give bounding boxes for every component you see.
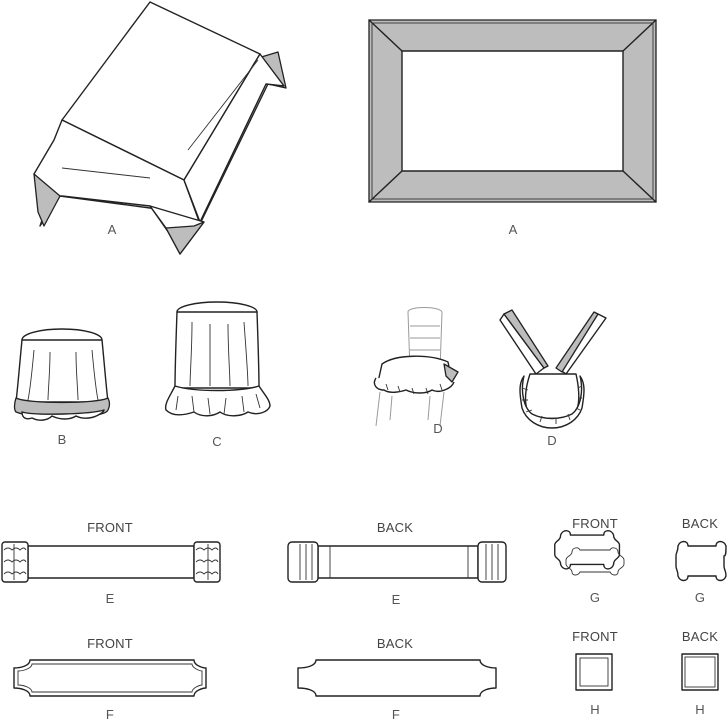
placemat-h-front-drawing	[575, 653, 613, 691]
runner-f-front-drawing	[13, 659, 207, 697]
chair-drawing	[373, 307, 459, 427]
view-label-h-back: H	[695, 702, 705, 717]
placemat-g-back-drawing	[675, 540, 727, 582]
runner-e-front-drawing	[1, 541, 221, 583]
header-g-back: BACK	[681, 516, 719, 531]
view-label-e-back: E	[391, 592, 401, 607]
header-g-front: FRONT	[572, 516, 618, 531]
view-label-g-back: G	[694, 590, 706, 605]
view-label-a-3d: A	[107, 222, 117, 237]
cushion-drawing	[499, 309, 607, 429]
view-label-d-cushion: D	[547, 433, 557, 448]
view-label-e-front: E	[105, 591, 115, 606]
round-tablecloth-b-drawing	[13, 328, 111, 421]
view-label-d-chair: D	[433, 421, 443, 436]
view-label-g-front: G	[589, 590, 601, 605]
runner-e-back-drawing	[287, 541, 507, 583]
header-h-back: BACK	[681, 629, 719, 644]
runner-f-back-drawing	[297, 659, 497, 697]
round-tablecloth-c-drawing	[164, 301, 271, 417]
header-e-front: FRONT	[87, 520, 133, 535]
tablecloth-3d-drawing	[33, 1, 287, 255]
view-label-b: B	[57, 432, 67, 447]
view-label-h-front: H	[590, 702, 600, 717]
view-label-f-back: F	[391, 707, 401, 722]
header-e-back: BACK	[376, 520, 414, 535]
view-label-a-flat: A	[508, 222, 518, 237]
header-f-back: BACK	[376, 636, 414, 651]
header-f-front: FRONT	[87, 636, 133, 651]
placemat-g-front-drawing	[554, 529, 625, 576]
tablecloth-flat-drawing	[368, 19, 657, 203]
view-label-c: C	[212, 434, 222, 449]
header-h-front: FRONT	[572, 629, 618, 644]
placemat-h-back-drawing	[681, 653, 719, 691]
view-label-f-front: F	[105, 707, 115, 722]
